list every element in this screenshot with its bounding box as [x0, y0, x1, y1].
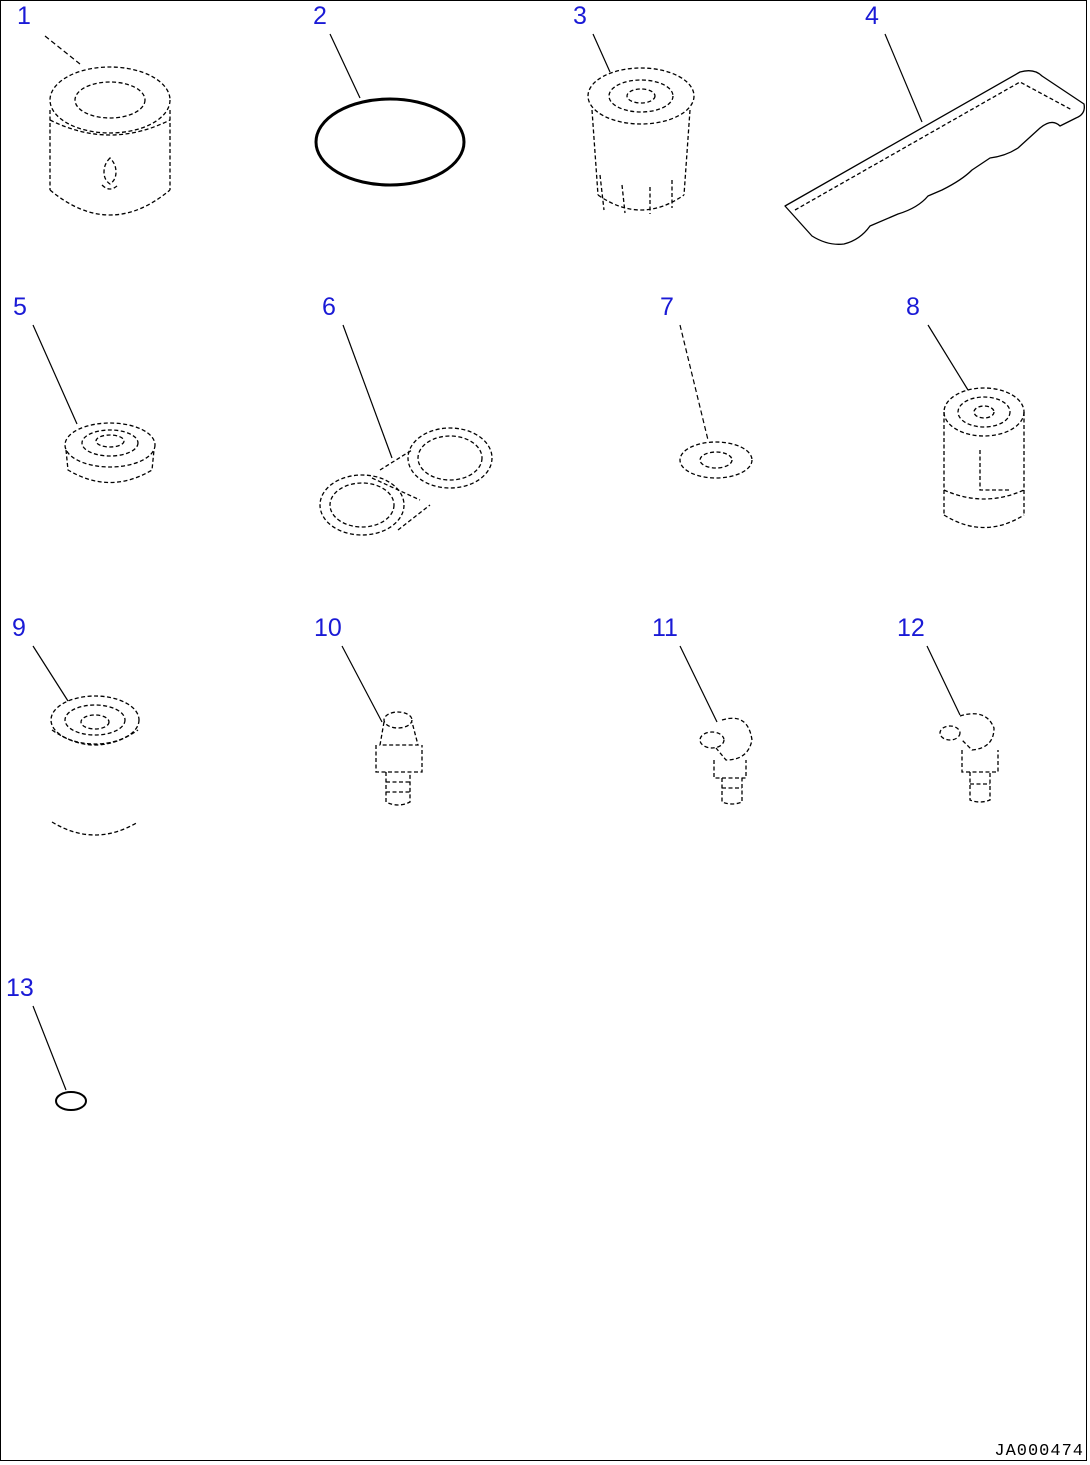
spin-on-filter-icon: [587, 67, 695, 214]
drawing-id: JA000474: [994, 1442, 1084, 1461]
leader-10: [341, 645, 383, 723]
cartridge-filter-icon: [49, 66, 171, 216]
leader-4: [884, 33, 923, 123]
leader-9: [32, 645, 69, 702]
callout-12: 12: [897, 614, 925, 642]
callout-4: 4: [865, 2, 879, 30]
callout-5: 5: [13, 293, 27, 321]
filter-element-icon: [64, 422, 156, 484]
leader-12: [926, 645, 961, 716]
grease-fitting-elbow-icon-2: [939, 713, 999, 803]
leader-1: [44, 35, 81, 65]
seal-ring-icon: [314, 97, 466, 187]
fuel-filter-icon: [50, 695, 140, 836]
spin-on-filter-icon-2: [943, 387, 1025, 529]
gasket-icon: [784, 70, 1085, 245]
callout-2: 2: [313, 2, 327, 30]
leader-5: [32, 324, 78, 425]
callout-13: 13: [6, 974, 34, 1002]
leader-3: [592, 33, 611, 73]
leader-13: [32, 1005, 67, 1091]
callout-3: 3: [573, 2, 587, 30]
callout-8: 8: [906, 293, 920, 321]
callout-6: 6: [322, 293, 336, 321]
callout-10: 10: [314, 614, 342, 642]
leader-2: [329, 33, 361, 99]
leader-6: [342, 324, 393, 459]
washer-icon: [679, 441, 753, 479]
leader-11: [679, 645, 718, 723]
double-gasket-icon: [319, 427, 493, 536]
grease-fitting-straight-icon: [375, 711, 423, 806]
leader-7: [679, 324, 709, 441]
grease-fitting-elbow-icon: [699, 717, 753, 805]
callout-1: 1: [17, 2, 31, 30]
callout-7: 7: [660, 293, 674, 321]
o-ring-icon: [55, 1091, 87, 1111]
leader-8: [927, 324, 969, 391]
callout-9: 9: [12, 614, 26, 642]
callout-11: 11: [652, 614, 678, 642]
